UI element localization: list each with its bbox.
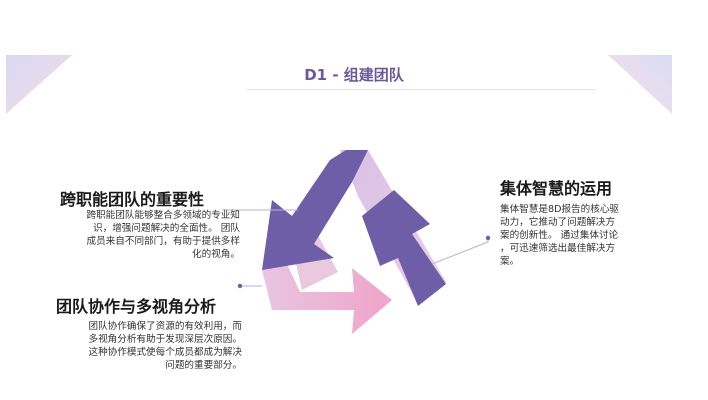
- collective-line: 案。: [500, 256, 520, 267]
- slide-title: D1 - 组建团队: [304, 66, 404, 84]
- title-divider: [246, 89, 596, 90]
- collective-line: 案的创新性。 通过集体讨论: [500, 230, 619, 241]
- collective-heading: 集体智慧的运用: [500, 179, 613, 198]
- collaboration-line: 团队协作确保了资源的有效利用，而: [88, 321, 243, 332]
- cross-functional-text: 跨职能团队能够整合多领域的专业知 识，增强问题解决的全面性。 团队 成员来自不同…: [40, 209, 241, 261]
- collaboration-heading: 团队协作与多视角分析: [56, 297, 217, 316]
- cross-functional-line: 成员来自不同部门，有助于提供多样: [86, 236, 241, 247]
- left-arrow: [262, 150, 368, 270]
- collaboration-text: 团队协作确保了资源的有效利用，而 多视角分析有助于发现深层次原因。 这种协作模式…: [48, 320, 243, 372]
- cross-functional-line: 识，增强问题解决的全面性。 团队: [93, 223, 240, 234]
- corner-right-shape: [608, 55, 672, 114]
- collective-text: 集体智慧是8D报告的核心驱 动力，它推动了问题解决方 案的创新性。 通过集体讨论…: [500, 203, 660, 268]
- collective-line: 集体智慧是8D报告的核心驱: [500, 204, 620, 215]
- cross-functional-line: 跨职能团队能够整合多领域的专业知: [86, 210, 241, 221]
- connector-right: [431, 241, 489, 265]
- collective-line: 动力，它推动了问题解决方: [500, 217, 616, 228]
- cross-functional-line: 化的视角。: [192, 249, 240, 260]
- bottom-arrow: [262, 262, 392, 334]
- connector-top-left-dot: [297, 207, 303, 213]
- collaboration-line: 多视角分析有助于发现深层次原因。: [88, 334, 243, 345]
- cross-functional-heading: 跨职能团队的重要性: [60, 190, 205, 209]
- collaboration-line: 这种协作模式使每个成员都成为解决: [88, 347, 243, 358]
- connector-right-dot: [485, 235, 491, 241]
- right-arrow: [362, 190, 446, 306]
- corner-left-shape: [6, 55, 72, 114]
- connector-bottom-left-dot: [237, 283, 243, 289]
- collaboration-line: 问题的重要部分。: [165, 360, 242, 371]
- collective-line: ，可迅速筛选出最佳解决方: [500, 243, 616, 254]
